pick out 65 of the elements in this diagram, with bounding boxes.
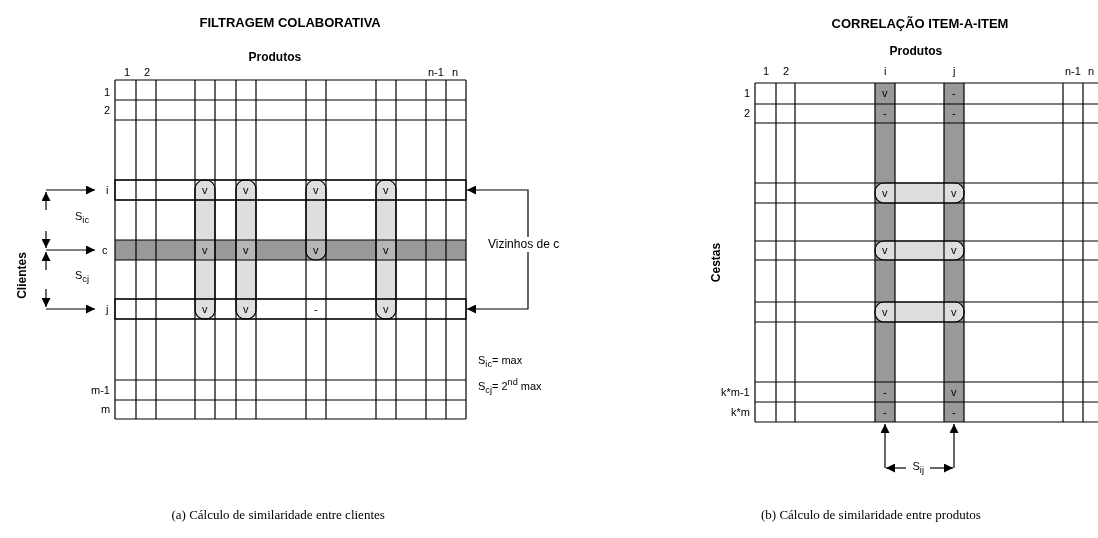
column-label: 2 (144, 65, 151, 79)
cell-mark: - (952, 106, 956, 120)
column-label: 2 (783, 64, 790, 78)
column-label: n-1 (428, 65, 444, 79)
table-row (114, 179, 467, 201)
figure-caption: (a) Cálculo de similaridade entre clientes (171, 506, 385, 522)
row-label: m-1 (91, 383, 110, 397)
column-label: j (953, 64, 956, 78)
cell-mark: - (952, 86, 956, 100)
axis-title: Produtos (248, 50, 302, 64)
cell-mark: - (883, 106, 887, 120)
row-label: k*m (731, 405, 750, 419)
cell-mark: - (883, 385, 887, 399)
column-label: 1 (124, 65, 131, 79)
cell-mark: v (383, 302, 389, 316)
row-label: 1 (104, 85, 111, 99)
cell-mark: v (243, 183, 249, 197)
cell-mark: v (951, 186, 957, 200)
cell-mark: v (313, 183, 319, 197)
arrow (466, 251, 529, 314)
cell-mark: v (882, 186, 888, 200)
panel-title: FILTRAGEM COLABORATIVA (199, 15, 381, 29)
cell-mark: v (243, 243, 249, 257)
cell-mark: v (882, 305, 888, 319)
cell-mark: v (383, 183, 389, 197)
cell-mark: - (314, 302, 318, 316)
cell-mark: v (882, 86, 888, 100)
panel-title: CORRELAÇÃO ITEM-A-ITEM (831, 16, 1009, 30)
similarity-note: S$_{cj}$= 2$^{nd}$ max (478, 375, 542, 397)
cell-mark: v (951, 243, 957, 257)
table-row (114, 298, 467, 320)
row-label: 2 (104, 103, 111, 117)
row-label: m (101, 402, 111, 416)
similarity-label: S$_{ic}$ (75, 209, 89, 227)
similarity-label: S$_{ij}$ (912, 459, 924, 477)
column-label: n (1088, 64, 1095, 78)
cell-mark: v (383, 243, 389, 257)
column-label: n (452, 65, 459, 79)
cell-mark: - (883, 405, 887, 419)
cell-mark: v (882, 243, 888, 257)
row-label: 1 (744, 86, 751, 100)
similarity-note: S$_{ic}$= max (478, 353, 523, 371)
column-label: n-1 (1065, 64, 1081, 78)
similarity-label: S$_{cj}$ (75, 268, 89, 286)
row-label: k*m-1 (721, 385, 750, 399)
cell-mark: v (951, 385, 957, 399)
cell-mark: v (202, 302, 208, 316)
row-label: j (106, 302, 109, 316)
column-label: 1 (763, 64, 770, 78)
callout-text: Vizinhos de c (488, 238, 560, 251)
cell-mark: v (313, 243, 319, 257)
axis-title: Cestas (709, 242, 723, 282)
row-label: c (102, 243, 108, 257)
arrow (466, 185, 529, 238)
figure-caption: (b) Cálculo de similaridade entre produtos (761, 506, 981, 522)
cell-mark: v (243, 302, 249, 316)
cell-mark: v (202, 183, 208, 197)
cell-mark: v (202, 243, 208, 257)
cell-mark: v (951, 305, 957, 319)
axis-title: Clientes (15, 251, 29, 299)
column-label: i (884, 64, 887, 78)
row-label: i (106, 183, 109, 197)
axis-title: Produtos (889, 44, 943, 58)
cell-mark: - (952, 405, 956, 419)
row-label: 2 (744, 106, 751, 120)
